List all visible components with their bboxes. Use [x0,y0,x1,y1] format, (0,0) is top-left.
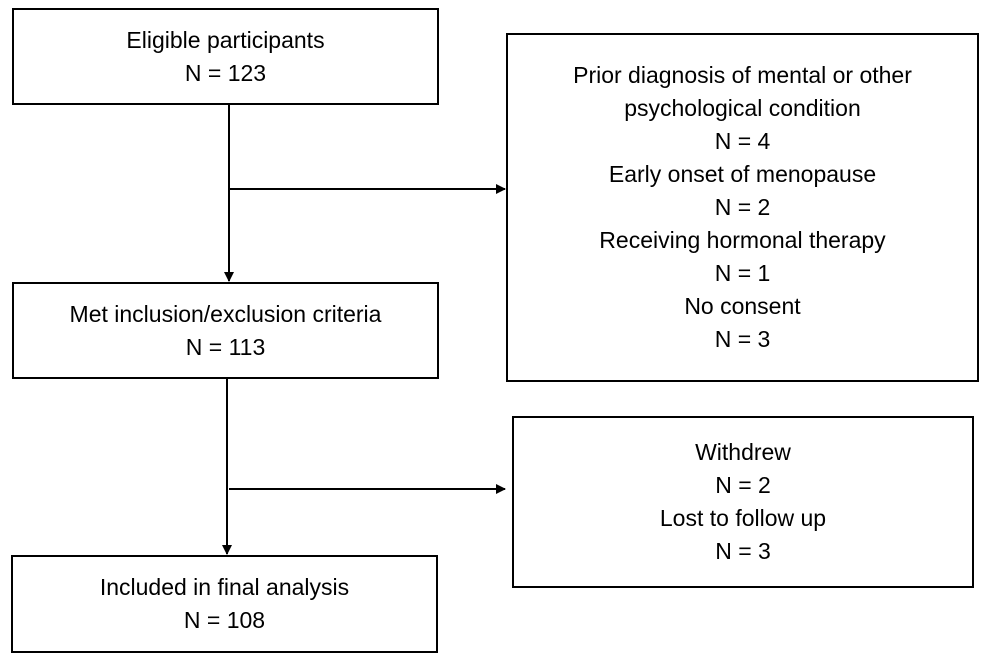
eligible-count: N = 123 [184,59,267,86]
attrition-line: N = 2 [715,472,771,498]
attrition-line: Lost to follow up [659,505,827,531]
exclusion-line: Early onset of menopause [608,161,877,187]
exclusion-line: Receiving hormonal therapy [599,227,886,253]
met-count: N = 113 [185,333,266,360]
met-title: Met inclusion/exclusion criteria [69,300,382,327]
met-criteria-box: Met inclusion/exclusion criteria N = 113 [12,282,439,379]
exclusion-line: N = 2 [714,194,771,220]
exclusion-line: Prior diagnosis of mental or other [573,62,912,88]
attrition-line: N = 3 [715,538,771,564]
eligible-participants-box: Eligible participants N = 123 [12,8,439,105]
exclusion-line: psychological condition [624,95,861,121]
final-count: N = 108 [183,607,266,633]
eligible-title: Eligible participants [126,26,325,53]
exclusion-line: No consent [684,293,801,319]
exclusion-line: N = 1 [714,260,771,286]
final-analysis-box: Included in final analysis N = 108 [11,555,438,653]
final-title: Included in final analysis [99,574,350,600]
exclusion-line: N = 4 [714,128,771,154]
exclusion-line: N = 3 [714,326,771,352]
exclusions-box: Prior diagnosis of mental or other psych… [506,33,979,382]
attrition-line: Withdrew [695,439,791,465]
attrition-box: Withdrew N = 2 Lost to follow up N = 3 [512,416,974,588]
